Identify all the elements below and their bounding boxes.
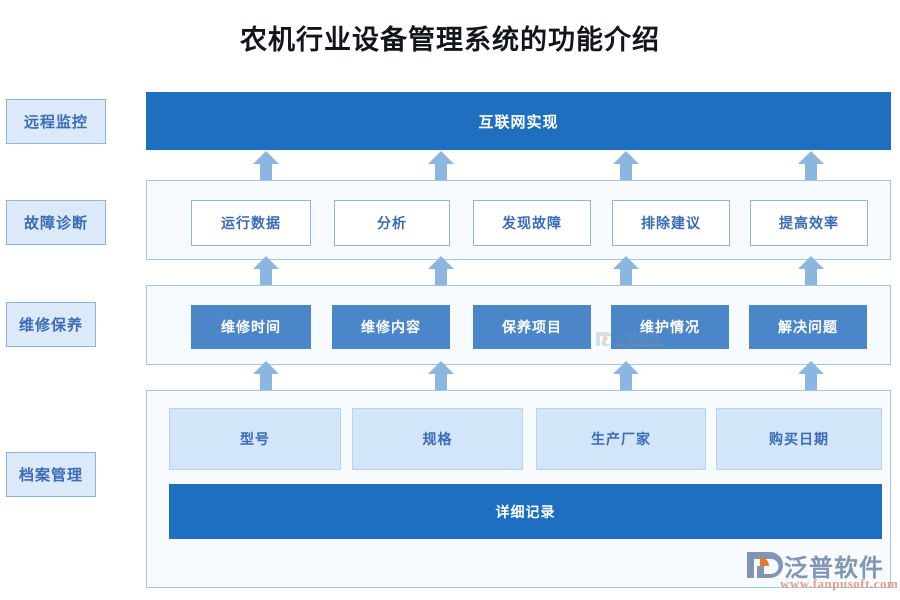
node-label: 购买日期 <box>769 431 829 447</box>
node-label: 生产厂家 <box>591 431 651 447</box>
node-label: 保养项目 <box>502 319 562 335</box>
category-label: 维修保养 <box>18 317 83 334</box>
node-maintenance-status[interactable]: 维护情况 <box>611 305 729 349</box>
node-label: 发现故障 <box>502 215 562 231</box>
arrow-up-icon <box>612 151 640 181</box>
node-running-data[interactable]: 运行数据 <box>191 200 311 246</box>
node-label: 型号 <box>240 431 270 447</box>
category-chip-remote-monitor[interactable]: 远程监控 <box>6 99 106 144</box>
category-chip-maintenance[interactable]: 维修保养 <box>6 302 96 347</box>
arrow-up-icon <box>797 256 825 286</box>
page-title: 农机行业设备管理系统的功能介绍 <box>240 25 660 55</box>
node-troubleshoot-advice[interactable]: 排除建议 <box>612 200 730 246</box>
node-label: 分析 <box>377 215 407 231</box>
brand-watermark-url: www.fanpusoft.com <box>780 576 899 591</box>
arrow-up-icon <box>252 151 280 181</box>
node-analysis[interactable]: 分析 <box>334 200 450 246</box>
node-repair-content[interactable]: 维修内容 <box>332 305 450 349</box>
node-label: 维修时间 <box>221 319 281 335</box>
category-chip-fault-diagnosis[interactable]: 故障诊断 <box>6 200 106 245</box>
brand-watermark-name: 泛普软件 <box>784 556 884 582</box>
arrow-up-icon <box>252 256 280 286</box>
brand-watermark: 泛普软件 www.fanpusoft.com <box>744 548 898 594</box>
internet-realization-bar[interactable]: 互联网实现 <box>146 92 891 150</box>
category-chip-archive[interactable]: 档案管理 <box>6 452 96 497</box>
arrow-up-icon <box>797 361 825 391</box>
arrow-up-icon <box>612 256 640 286</box>
internet-realization-label: 互联网实现 <box>478 113 559 131</box>
node-label: 提高效率 <box>779 215 839 231</box>
arrow-up-icon <box>252 361 280 391</box>
node-label: 规格 <box>422 431 453 447</box>
node-manufacturer[interactable]: 生产厂家 <box>536 408 706 470</box>
node-detailed-record[interactable]: 详细记录 <box>169 484 882 539</box>
category-label: 远程监控 <box>23 114 88 131</box>
arrow-up-icon <box>427 361 455 391</box>
node-solve-problem[interactable]: 解决问题 <box>749 305 867 349</box>
node-purchase-date[interactable]: 购买日期 <box>716 408 882 470</box>
node-repair-time[interactable]: 维修时间 <box>191 305 311 349</box>
node-specification[interactable]: 规格 <box>352 408 523 470</box>
category-label: 故障诊断 <box>23 215 88 232</box>
node-label: 维修内容 <box>361 319 421 335</box>
node-label: 排除建议 <box>641 215 701 231</box>
node-label: 详细记录 <box>495 503 556 520</box>
node-discover-fault[interactable]: 发现故障 <box>473 200 591 246</box>
category-label: 档案管理 <box>18 467 83 484</box>
arrow-up-icon <box>427 256 455 286</box>
node-model[interactable]: 型号 <box>169 408 341 470</box>
arrow-up-icon <box>612 361 640 391</box>
node-label: 运行数据 <box>221 215 281 231</box>
node-label: 解决问题 <box>778 319 838 335</box>
fanpu-swoosh-logo-icon <box>747 552 783 578</box>
node-label: 维护情况 <box>640 319 700 335</box>
arrow-up-icon <box>427 151 455 181</box>
node-maintenance-item[interactable]: 保养项目 <box>473 305 591 349</box>
node-improve-efficiency[interactable]: 提高效率 <box>750 200 868 246</box>
arrow-up-icon <box>797 151 825 181</box>
